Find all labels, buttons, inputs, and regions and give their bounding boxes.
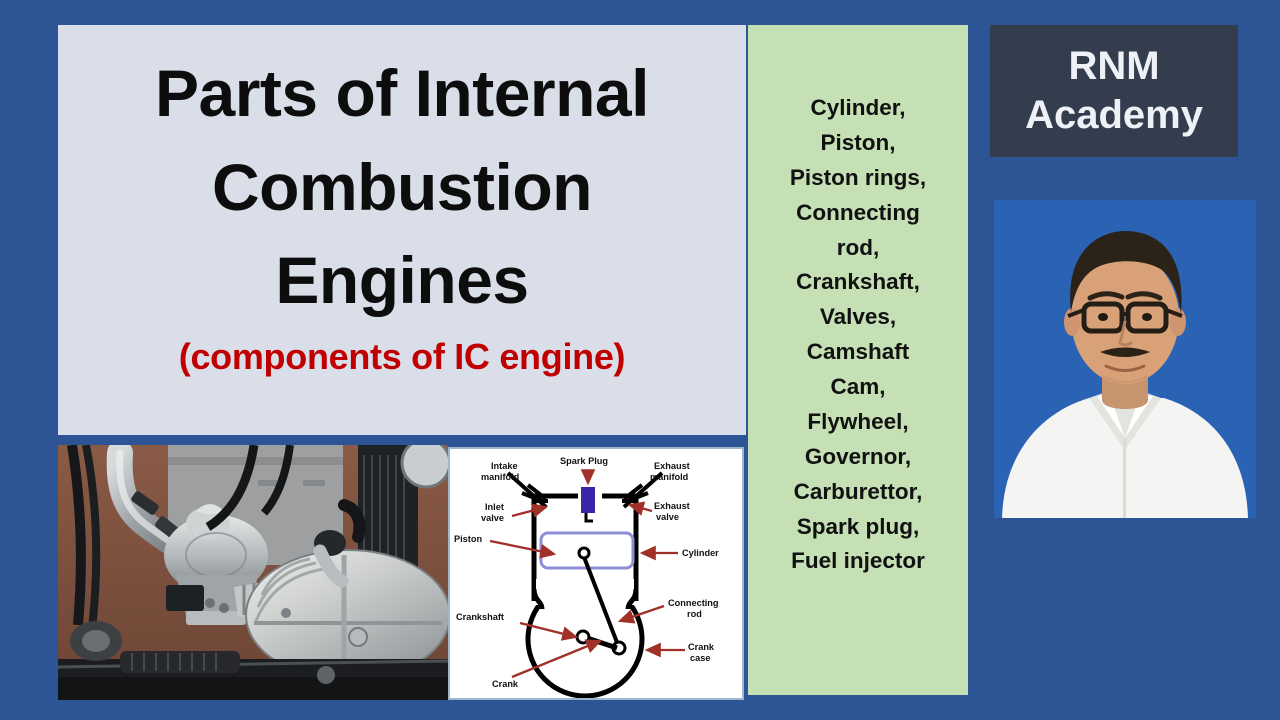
part-list-item: Cam, xyxy=(830,374,886,399)
arrow-exhaust-valve xyxy=(627,501,653,516)
part-list-item: Crankshaft, xyxy=(796,269,920,295)
presenter-photo xyxy=(994,200,1256,518)
label-spark-plug: Spark Plug xyxy=(560,456,608,466)
label-intake-manifold-line2: manifold xyxy=(481,472,519,482)
part-list-item: Cylinder, xyxy=(810,95,906,120)
label-exhaust-valve-line1: Exhaust xyxy=(654,501,690,511)
part-list-item: rod, xyxy=(836,234,880,260)
parts-list-panel: Cylinder, Piston, Piston rings, Connecting r… xyxy=(748,25,968,695)
title-panel: Parts of Internal Combustion Engines (co… xyxy=(58,25,746,435)
engine-diagram-illustration: Intake manifold Spark Plug Exhaust manif… xyxy=(450,449,742,698)
part-list-item: Piston rings, xyxy=(789,164,927,190)
label-crankshaft: Crankshaft xyxy=(456,612,504,622)
arrow-inlet-valve xyxy=(511,503,549,518)
title-line-3: Engines xyxy=(275,243,529,318)
logo-line-2: Academy xyxy=(1025,93,1203,137)
arrow-crankshaft xyxy=(519,621,579,641)
label-crank-case-line1: Crank xyxy=(688,642,715,652)
engine-photograph xyxy=(58,445,448,700)
parts-list: Cylinder, Piston, Piston rings, Connecting r… xyxy=(758,91,958,579)
part-list-item: Spark plug, xyxy=(796,513,920,539)
label-inlet-valve-line1: Inlet xyxy=(485,502,504,512)
part-list-item: Fuel injector xyxy=(791,548,925,574)
arrow-piston xyxy=(489,539,557,559)
label-piston: Piston xyxy=(454,534,482,544)
label-crank-case-line2: case xyxy=(690,653,710,663)
label-crank: Crank xyxy=(492,679,519,689)
label-cylinder: Cylinder xyxy=(682,548,719,558)
label-intake-manifold-line1: Intake xyxy=(491,461,518,471)
label-connecting-rod-line1: Connecting xyxy=(668,598,719,608)
logo-line-1: RNM xyxy=(1068,44,1160,89)
part-list-item: Governor, xyxy=(804,443,912,469)
spark-plug-body xyxy=(581,487,595,513)
label-exhaust-manifold-line1: Exhaust xyxy=(654,461,690,471)
presenter-illustration xyxy=(994,200,1256,518)
title-line-2: Combustion xyxy=(212,149,592,224)
engine-photo-illustration xyxy=(58,445,448,700)
page-title: Parts of Internal Combustion Engines xyxy=(82,47,722,328)
label-exhaust-manifold-line2: manifold xyxy=(650,472,688,482)
label-exhaust-valve-line2: valve xyxy=(656,512,679,522)
label-connecting-rod-line2: rod xyxy=(687,609,702,619)
label-inlet-valve-line2: valve xyxy=(481,513,504,523)
page-subtitle: (components of IC engine) xyxy=(178,336,626,378)
part-list-item: Flywheel, xyxy=(807,408,909,434)
engine-diagram: Intake manifold Spark Plug Exhaust manif… xyxy=(448,447,744,700)
part-list-item: Carburettor, xyxy=(793,478,923,504)
part-list-item: Camshaft xyxy=(806,339,910,365)
title-line-1: Parts of Internal xyxy=(155,56,649,130)
channel-logo: RNM Academy xyxy=(990,25,1238,157)
part-list-item: Connecting xyxy=(796,199,920,225)
arrow-crank xyxy=(511,639,603,679)
part-list-item: Piston, xyxy=(820,129,896,155)
arrow-connecting-rod xyxy=(617,604,665,624)
part-list-item: Valves, xyxy=(819,304,897,330)
